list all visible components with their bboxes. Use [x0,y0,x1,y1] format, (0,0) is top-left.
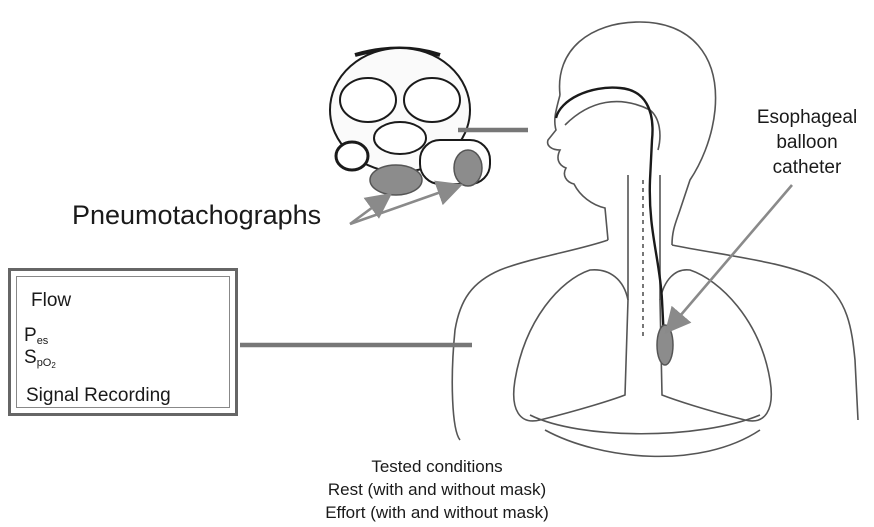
esophageal-label-line-1: Esophageal [742,105,872,130]
condition-rest: Rest (with and without mask) [0,478,874,501]
nasal-cavity [565,102,660,150]
mask-eye-right [404,78,460,122]
catheter-line [556,88,664,340]
pneumo-arrow-1 [350,196,388,224]
esophageal-balloon [657,325,673,365]
shoulder-right [672,245,858,420]
spo2-subsubscript: 2 [51,361,55,370]
condition-effort: Effort (with and without mask) [0,501,874,524]
human-torso-outline [452,22,858,456]
trachea [628,175,660,300]
head-outline [560,22,716,245]
esophageal-balloon-catheter-label: Esophageal balloon catheter [742,105,872,180]
pes-main: P [24,325,37,346]
pneumotachographs-label: Pneumotachographs [72,200,321,231]
pes-label: Pes [24,325,48,347]
diaphragm [530,415,760,434]
flow-label: Flow [31,290,71,312]
spo2-main: S [24,347,37,368]
signal-recording-label: Signal Recording [26,385,171,407]
spo2-label: SpO2 [24,347,56,370]
mask-eye-left [340,78,396,122]
spo2-subscript: pO2 [37,357,56,369]
mask-center [374,122,426,154]
balloon-pointer-arrow [668,185,792,330]
catheter [556,88,664,340]
esophageal-label-line-2: balloon [742,130,872,155]
esophageal-label-line-3: catheter [742,155,872,180]
tested-conditions-heading: Tested conditions [0,455,874,478]
tested-conditions: Tested conditions Rest (with and without… [0,455,874,524]
pneumotachograph-filter-1 [370,165,422,195]
right-lung [660,270,771,421]
mask-left-port [336,142,368,170]
pneumotachograph-filter-2 [454,150,482,186]
shoulder-left [452,240,608,440]
pes-subscript: es [37,335,49,347]
spo2-subscript-text: pO [37,357,52,369]
left-lung [514,270,628,421]
